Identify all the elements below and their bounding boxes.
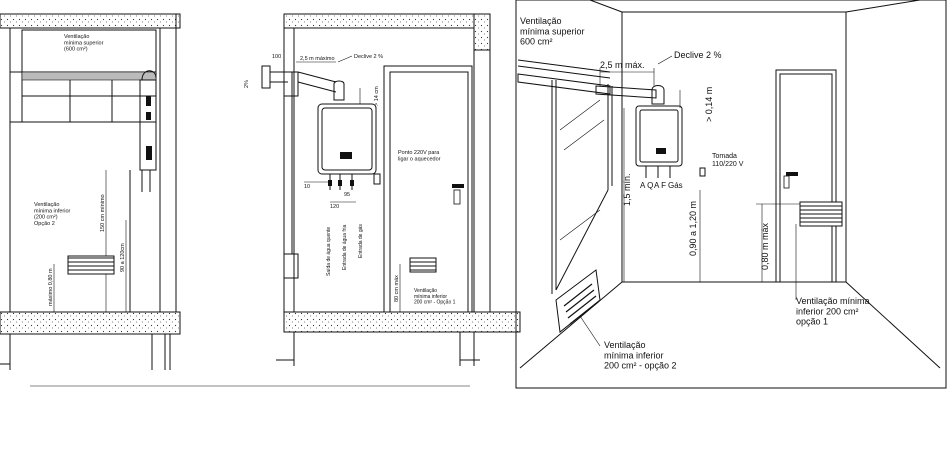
middle-panel: 100 2,5 m máximo Declive 2 % 2% > 14 cm … [244, 13, 521, 366]
mid-dim-25: 2,5 m máximo [300, 56, 335, 62]
left-dim-120: 90 a 120cm [120, 243, 126, 272]
mid-dim-2pct: 2% [244, 80, 250, 88]
back-wall [621, 11, 847, 283]
lower-vent-grill [409, 257, 437, 273]
ceiling-slab [283, 13, 481, 29]
right-dim-15: 1,5 mín. [622, 173, 632, 206]
mid-dim-120: 120 [330, 204, 339, 210]
mid-dim-80: 80 cm máx [394, 275, 400, 302]
right-conn-af: A F [654, 181, 666, 190]
mid-entrada-gas: Entrada de gás [358, 224, 364, 258]
power-socket [699, 167, 706, 177]
right-dim-014: > 0,14 m [704, 87, 714, 122]
ceiling-slab [0, 13, 181, 29]
mid-dim-95: 95 [344, 192, 350, 198]
water-heater [635, 105, 683, 167]
floor-slab [283, 311, 521, 333]
right-dim-080: 0,80 m máx [760, 222, 770, 270]
mid-entrada-fria: Entrada de água fria [342, 224, 348, 270]
door-handle [786, 172, 798, 176]
right-conn-gas: Gás [668, 181, 683, 190]
door-handle [452, 184, 464, 188]
floor-slab [0, 311, 181, 335]
right-dim-090: 0,90 a 1,20 m [688, 201, 698, 256]
lower-vent-grill-door [799, 201, 843, 227]
water-heater [317, 103, 377, 175]
lower-vent-grill [67, 255, 115, 275]
room-frame [515, 0, 947, 389]
right-declive: Declive 2 % [674, 50, 722, 60]
wall-column [473, 13, 491, 51]
left-dim-150: 150 cm mínimo [100, 194, 106, 232]
mid-saida-quente: Saída de água quente [326, 227, 332, 276]
right-conn-aq: A Q [640, 181, 653, 190]
mid-declive: Declive 2 % [354, 54, 383, 60]
mid-dim-100: 100 [272, 54, 281, 60]
right-dim-25: 2,5 m máx. [600, 60, 645, 70]
left-dim-080: máximo 0,80 m [48, 268, 54, 306]
mid-dim-10: 10 [304, 184, 310, 190]
mid-dim-14: > 14 cm [374, 86, 380, 106]
water-heater [139, 79, 157, 171]
